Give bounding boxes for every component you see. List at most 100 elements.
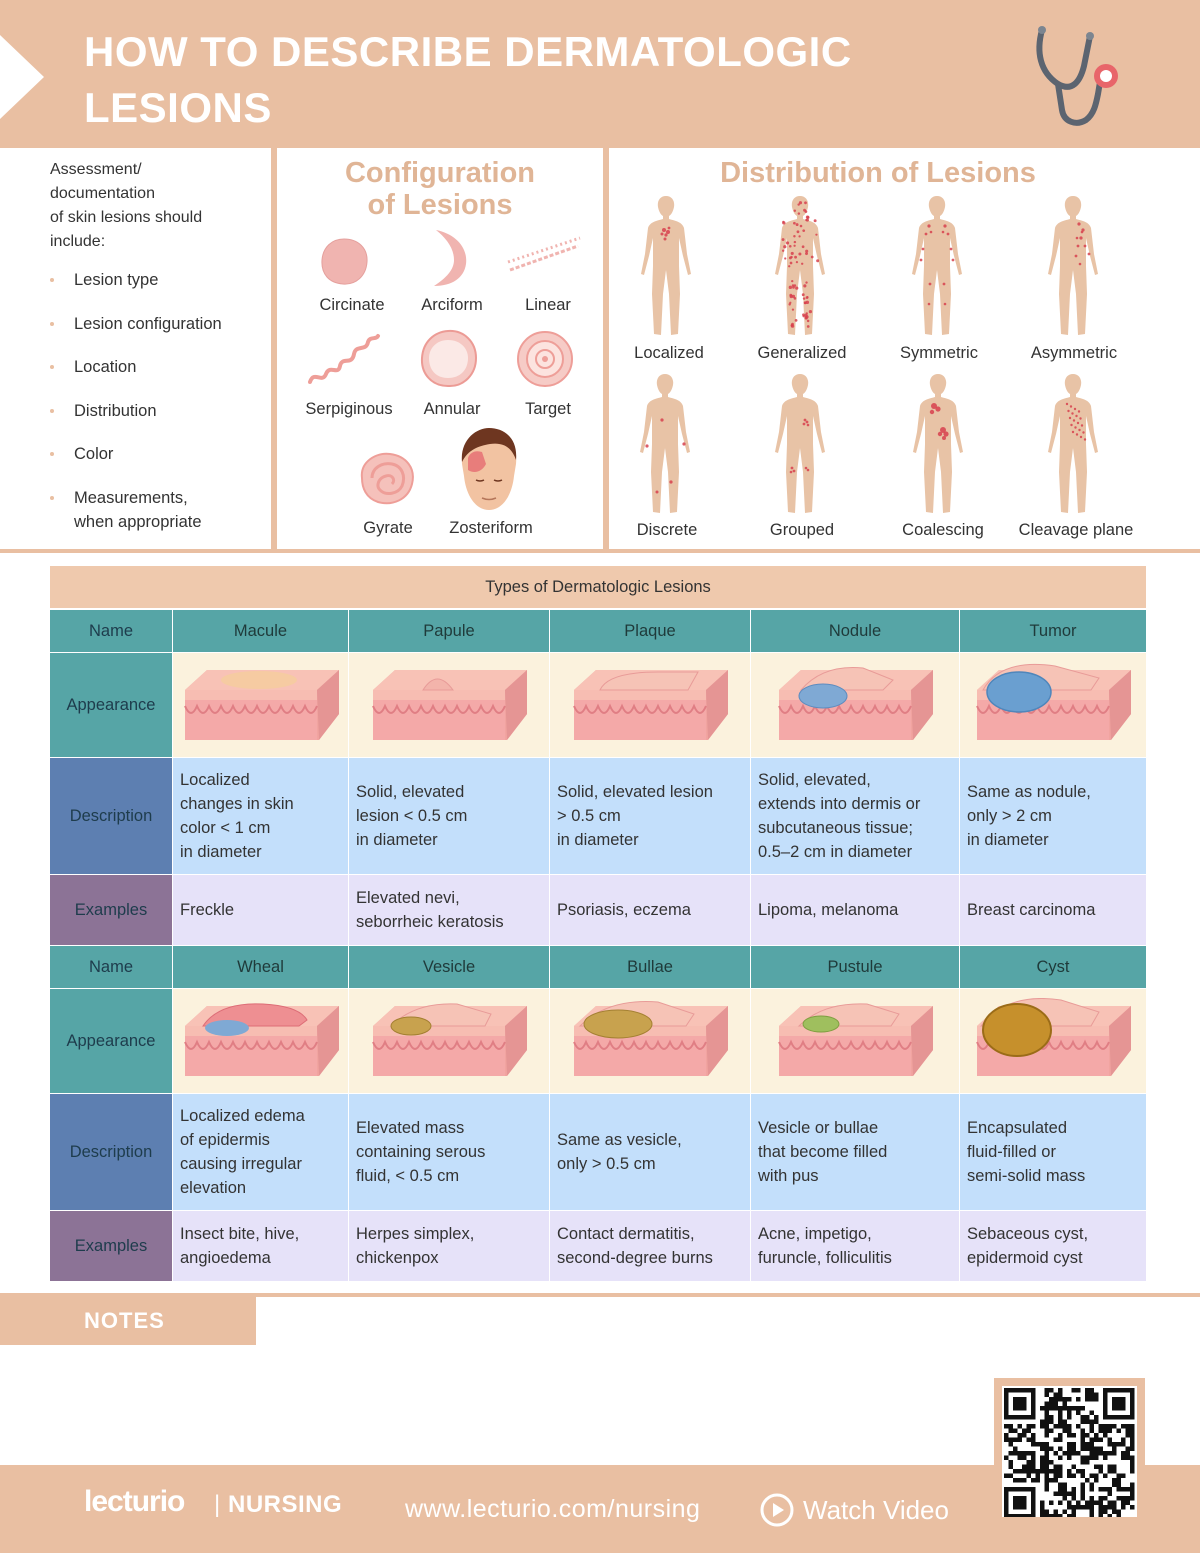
- list-item-text: Lesion configuration: [74, 314, 222, 333]
- examples-cell-tumor: Breast carcinoma: [960, 875, 1146, 945]
- appearance-cell-bullae: [550, 989, 750, 1093]
- examples-text: Freckle: [180, 898, 234, 922]
- config-item-serpiginous: Serpiginous: [290, 400, 408, 419]
- column-header-macule: Macule: [173, 610, 348, 652]
- description-text: Same as vesicle,only > 0.5 cm: [557, 1128, 682, 1176]
- row-label-examples: Examples: [50, 1211, 172, 1281]
- cell-line: Freckle: [180, 901, 235, 919]
- cell-line: containing serous: [356, 1143, 486, 1161]
- config-label: Zosteriform: [449, 519, 533, 537]
- arciform-icon: [434, 230, 467, 286]
- cell-line: only > 2 cm: [967, 807, 1052, 825]
- assessment-list: Lesion type Lesion configuration Locatio…: [50, 268, 265, 534]
- config-label: Annular: [423, 400, 481, 418]
- cell-line: Breast carcinoma: [967, 901, 1096, 919]
- column-header-cyst: Cyst: [960, 946, 1146, 988]
- examples-text: Lipoma, melanoma: [758, 898, 898, 922]
- dist-label-asymmetric: Asymmetric: [1030, 344, 1118, 362]
- examples-text: Acne, impetigo,furuncle, folliculitis: [758, 1222, 892, 1270]
- dist-label-symmetric: Symmetric: [900, 344, 978, 362]
- notes-label: NOTES: [0, 1297, 256, 1345]
- examples-cell-macule: Freckle: [173, 875, 348, 945]
- examples-text: Breast carcinoma: [967, 898, 1095, 922]
- row-label-description: Description: [50, 1094, 172, 1210]
- examples-cell-cyst: Sebaceous cyst,epidermoid cyst: [960, 1211, 1146, 1281]
- column-header-tumor: Tumor: [960, 610, 1146, 652]
- cell-line: in diameter: [557, 831, 639, 849]
- list-item: Color: [50, 442, 265, 466]
- cell-line: in diameter: [967, 831, 1049, 849]
- list-item-text: Lesion type: [74, 271, 159, 289]
- dist-label-grouped: Grouped: [769, 521, 835, 539]
- watch-video-button[interactable]: Watch Video: [760, 1493, 949, 1527]
- cell-line: Contact dermatitis,: [557, 1225, 695, 1243]
- dist-label-localized: Localized: [634, 344, 704, 362]
- cell-line: furuncle, folliculitis: [758, 1249, 892, 1267]
- zosteriform-face-icon: [461, 428, 517, 510]
- cell-line: fluid-filled or: [967, 1143, 1056, 1161]
- row-label-appearance: Appearance: [50, 653, 172, 757]
- config-label: Gyrate: [363, 519, 413, 537]
- cell-line: only > 0.5 cm: [557, 1155, 656, 1173]
- bullet-icon: [50, 321, 54, 326]
- play-icon: [760, 1493, 794, 1527]
- cell-line: second-degree burns: [557, 1249, 713, 1267]
- body-figure-cleavage-plane: [1048, 374, 1098, 513]
- column-header-nodule: Nodule: [751, 610, 959, 652]
- column-header-plaque: Plaque: [550, 610, 750, 652]
- list-item-text: Color: [74, 445, 114, 463]
- column-header-pustule: Pustule: [751, 946, 959, 988]
- appearance-cell-plaque: [550, 653, 750, 757]
- row-label-description: Description: [50, 758, 172, 874]
- list-item-text: Location: [74, 358, 137, 376]
- website-link[interactable]: www.lecturio.com/nursing: [405, 1495, 701, 1523]
- tumor-illustration: [976, 663, 1131, 740]
- dist-label-cleavage-plane: Cleavage plane: [1018, 521, 1134, 539]
- dist-label-discrete: Discrete: [636, 521, 698, 539]
- stethoscope-icon: [1036, 26, 1118, 126]
- section-divider: [0, 549, 1200, 553]
- cell-line: Lipoma, melanoma: [758, 901, 899, 919]
- list-item-text: when appropriate: [74, 512, 202, 531]
- appearance-cell-pustule: [751, 989, 959, 1093]
- bullet-icon: [50, 365, 54, 369]
- cell-line: Encapsulated: [967, 1119, 1067, 1137]
- divider-1: [271, 148, 277, 552]
- cell-line: Insect bite, hive,: [180, 1225, 300, 1243]
- list-item: Lesion configuration: [50, 312, 265, 336]
- wheal-illustration: [183, 1003, 339, 1076]
- list-item: Measurements, when appropriate: [50, 486, 265, 534]
- list-item-text: Measurements,: [74, 488, 188, 507]
- qr-code-pattern: [1004, 1388, 1135, 1519]
- annular-icon: [420, 329, 478, 388]
- linear-icon: [507, 236, 581, 272]
- row-label-name: Name: [50, 946, 172, 988]
- cell-line: causing irregular: [180, 1155, 302, 1173]
- config-item-target: Target: [498, 400, 598, 419]
- cell-line: angioedema: [180, 1249, 271, 1267]
- appearance-cell-papule: [349, 653, 549, 757]
- config-item-gyrate: Gyrate: [338, 519, 438, 538]
- distribution-title: Distribution of Lesions: [720, 157, 1036, 189]
- examples-text: Elevated nevi,seborrheic keratosis: [356, 886, 504, 934]
- bullet-icon: [50, 495, 54, 500]
- row-label-examples: Examples: [50, 875, 172, 945]
- config-label: Circinate: [319, 296, 385, 314]
- lecturio-logo[interactable]: lecturio: [84, 1485, 185, 1518]
- config-label: Arciform: [421, 296, 483, 314]
- cell-line: > 0.5 cm: [557, 807, 621, 825]
- cell-line: Solid, elevated: [356, 783, 465, 801]
- vesicle-illustration: [372, 1003, 527, 1076]
- cell-line: in diameter: [180, 843, 262, 861]
- config-label: Linear: [525, 296, 571, 314]
- dist-label-generalized: Generalized: [757, 344, 847, 362]
- qr-code[interactable]: [994, 1378, 1145, 1525]
